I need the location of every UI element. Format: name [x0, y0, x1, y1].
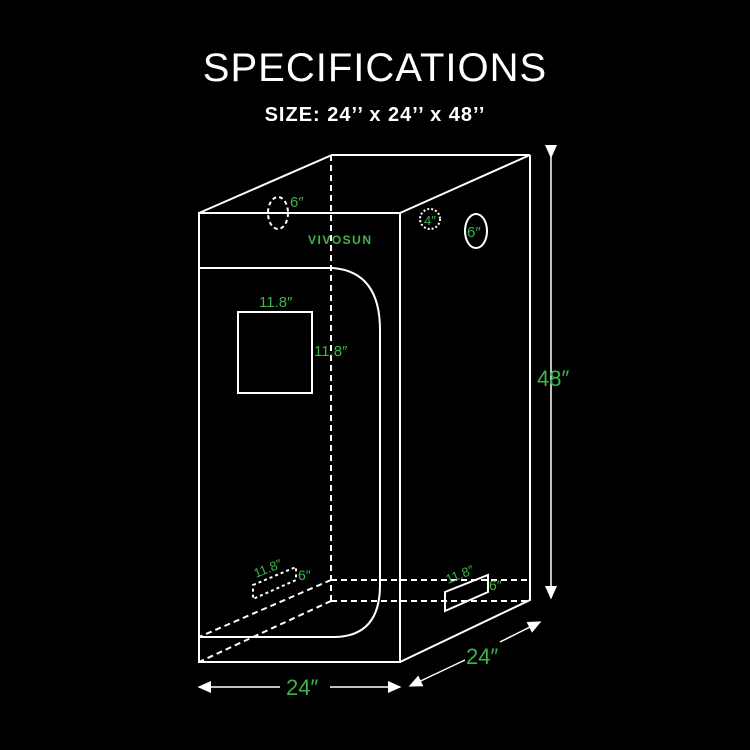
depth-label: 24″: [466, 644, 498, 669]
window-height-label: 11.8″: [314, 343, 348, 360]
side-vent-width-label: 11.8″: [444, 562, 477, 587]
top-vent-label: 6″: [290, 194, 304, 211]
top-face: [198, 154, 531, 214]
front-vent-height-label: 6″: [298, 567, 311, 583]
side-bottom-vent: [444, 573, 489, 613]
depth-arrow-low: [408, 659, 466, 687]
window-width-label: 11.8″: [259, 294, 293, 311]
page-title: SPECIFICATIONS: [202, 46, 548, 90]
side-vent-large: [464, 213, 488, 249]
width-label: 24″: [286, 675, 318, 700]
side-vent-small-label: 4″: [424, 213, 436, 228]
front-vent-width-label: 11.8″: [252, 556, 285, 581]
right-face: [399, 155, 531, 663]
size-subtitle: SIZE: 24’’ x 24’’ x 48’’: [264, 104, 486, 126]
door-outline: [199, 267, 381, 638]
window: [237, 311, 313, 394]
depth-arrow-high: [499, 621, 542, 643]
top-vent: [267, 196, 289, 230]
front-face: [198, 212, 401, 663]
side-vent-large-label: 6″: [467, 224, 481, 241]
height-label: 48″: [537, 366, 569, 391]
side-vent-height-label: 6″: [489, 577, 502, 593]
front-bottom-vent: [252, 565, 297, 601]
brand-logo: VIVOSUN: [308, 233, 373, 247]
hidden-edges: [198, 155, 530, 663]
side-vent-small: [419, 208, 441, 230]
